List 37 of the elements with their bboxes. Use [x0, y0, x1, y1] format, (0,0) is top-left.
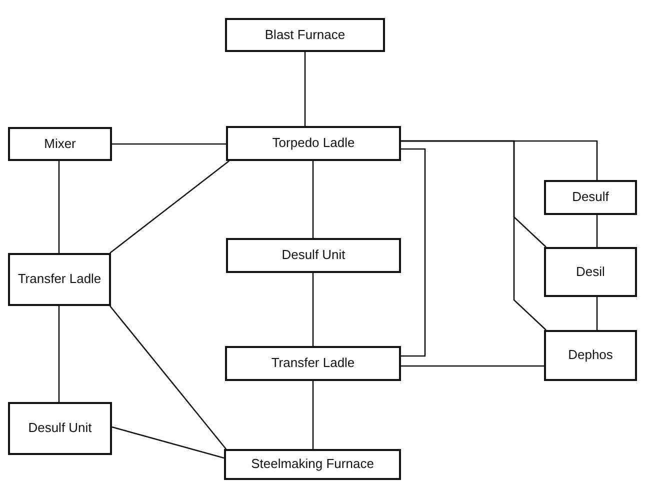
box-label: Desil	[576, 264, 605, 280]
process-box	[225, 18, 385, 52]
connector-line	[58, 306, 60, 402]
box-label: Steelmaking Furnace	[251, 456, 374, 473]
process-box	[226, 126, 401, 161]
box-label: Dephos	[568, 347, 613, 364]
connector-line	[110, 306, 226, 450]
box-label: Transfer Ladle	[18, 271, 102, 288]
process-box	[226, 238, 401, 273]
process-box	[8, 253, 111, 306]
connector-line	[312, 161, 314, 238]
process-box	[8, 402, 112, 455]
box-label: Transfer Ladle	[271, 355, 355, 372]
process-box	[544, 180, 637, 215]
connector-line	[312, 273, 314, 346]
box-label: Mixer	[44, 136, 76, 152]
box-label: Blast Furnace	[264, 26, 346, 44]
process-box	[224, 449, 401, 480]
connector-line	[401, 148, 426, 357]
box-label: Desulf Unit	[282, 247, 346, 264]
process-box	[8, 127, 112, 161]
connector-line	[112, 426, 224, 459]
connector-line	[401, 140, 546, 330]
connector-line	[110, 160, 230, 254]
process-box	[544, 247, 637, 297]
connector-line	[596, 297, 598, 330]
connector-line	[304, 52, 306, 126]
connector-line	[58, 161, 60, 253]
connector-line	[112, 143, 226, 145]
connector-line	[401, 365, 544, 367]
box-label: Desulf Unit	[28, 420, 92, 437]
process-box	[225, 346, 401, 381]
connector-line	[596, 215, 598, 247]
box-label: Torpedo Ladle	[272, 135, 355, 152]
connector-line	[312, 381, 314, 449]
box-label: Desulf	[572, 189, 609, 206]
process-box	[544, 330, 637, 381]
